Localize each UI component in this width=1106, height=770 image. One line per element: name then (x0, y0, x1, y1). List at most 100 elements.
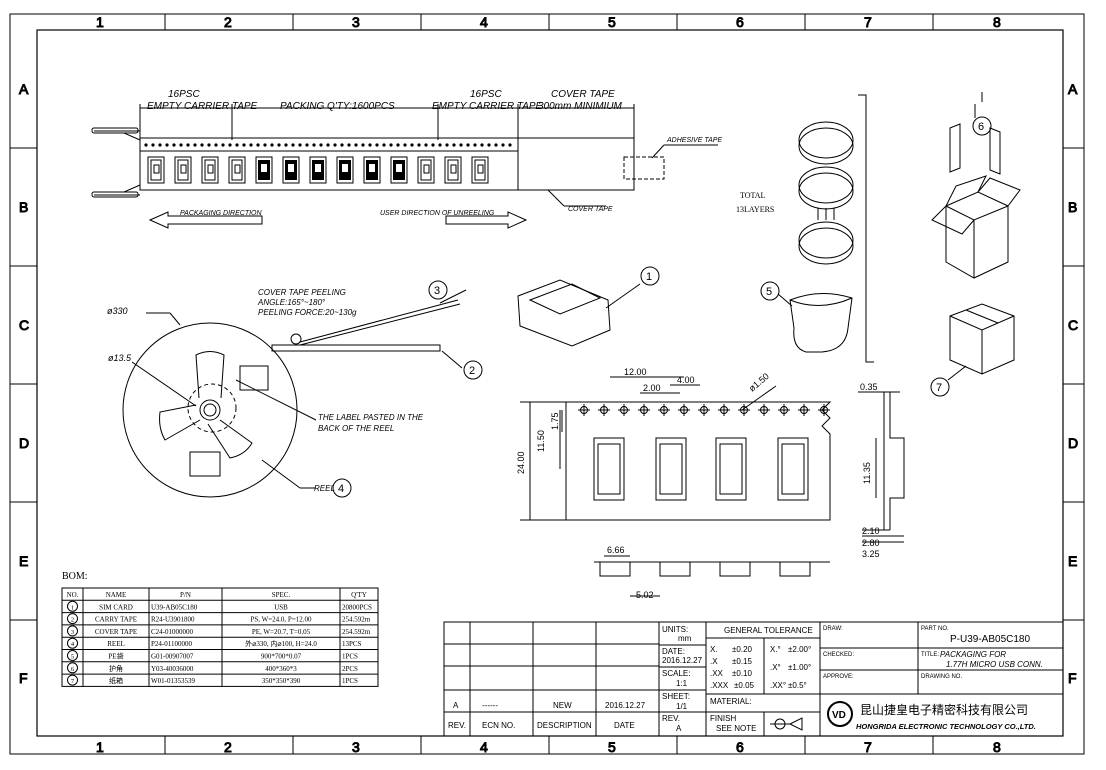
column-label-4-top: 4 (480, 14, 488, 30)
material-label: MATERIAL: (710, 697, 752, 706)
sprocket-hole (396, 143, 400, 147)
approve-label: APPROVE: (823, 674, 854, 680)
sprocket-hole (487, 143, 491, 147)
row-label-C-left: C (19, 317, 29, 333)
callout-6: 6 (978, 121, 984, 133)
date-label: DATE: (662, 647, 685, 656)
tape-pocket (471, 156, 489, 184)
bom-cell: 护角 (109, 664, 123, 673)
bom-cell: 254.592m (342, 616, 371, 624)
callout-2: 2 (469, 365, 475, 377)
bom-cell: CARRY TAPE (95, 616, 137, 624)
bom-cell: 6 (71, 666, 75, 673)
title-block (443, 621, 1064, 737)
cover-tape-label: COVER TAPE (551, 89, 615, 100)
detail-hole (678, 404, 690, 416)
column-label-6-top: 6 (736, 14, 744, 30)
tol-a1: .X (710, 657, 718, 666)
sprocket-hole (298, 143, 302, 147)
company-name-en: HONGRIDA ELECTRONIC TECHNOLOGY CO.,LTD. (856, 722, 1036, 731)
sprocket-hole (480, 143, 484, 147)
column-label-8-bottom: 8 (993, 739, 1001, 755)
dim-pitch: 12.00 (624, 367, 647, 377)
reel-text: REEL (314, 484, 335, 493)
bom-cell: PS, W=24.0, P=12.00 (250, 616, 312, 624)
tape-pocket (417, 156, 435, 184)
bom-cell: PE袋 (108, 652, 123, 661)
sprocket-hole (172, 143, 176, 147)
rev-letter: A (453, 701, 459, 710)
sprocket-hole (221, 143, 225, 147)
sprocket-hole (361, 143, 365, 147)
sprocket-hole (235, 143, 239, 147)
sprocket-hole (466, 143, 470, 147)
bom-cell: 1 (71, 604, 74, 611)
sprocket-hole (375, 143, 379, 147)
tape-detail (520, 376, 905, 597)
peeling-line2: ANGLE:165°~180° (257, 298, 326, 307)
dim-hole: ø1.50 (747, 371, 771, 393)
dim-502: 5.02 (636, 590, 654, 600)
sprocket-hole (438, 143, 442, 147)
carrier-tape-view (91, 104, 718, 229)
row-label-E-right: E (1068, 553, 1077, 569)
col-rev: REV. (448, 721, 466, 730)
packaging-direction: PACKAGING DIRECTION (180, 210, 262, 217)
leader-label: EMPTY CARRIER TAPE (147, 101, 258, 112)
column-label-3-top: 3 (352, 14, 360, 30)
tape-pocket (147, 156, 165, 184)
bom-cell: 3 (71, 629, 74, 636)
column-label-6-bottom: 6 (736, 739, 744, 755)
sprocket-hole (165, 143, 169, 147)
peeling-line1: COVER TAPE PEELING (258, 288, 346, 297)
tol-c0: X.° (770, 645, 781, 654)
dim-2: 2.00 (643, 383, 661, 393)
bom-cell: 2PCS (342, 665, 358, 673)
scale-label: SCALE: (662, 669, 690, 678)
bom-cell: G01-00907007 (151, 653, 194, 661)
sprocket-hole (389, 143, 393, 147)
cover-tape-min: 300mm MINIMIUM (538, 101, 623, 112)
sprocket-hole (333, 143, 337, 147)
sprocket-hole (403, 143, 407, 147)
trailer-label: EMPTY CARRIER TAPE (432, 101, 543, 112)
sprocket-hole (284, 143, 288, 147)
callout-7: 7 (936, 382, 942, 394)
tol-d0: ±2.00° (788, 645, 811, 654)
sprocket-hole (270, 143, 274, 147)
row-label-F-right: F (1068, 670, 1077, 686)
bom-cell: 254.592m (342, 628, 371, 636)
sprocket-hole (242, 143, 246, 147)
sprocket-hole (277, 143, 281, 147)
sprocket-hole (473, 143, 477, 147)
sprocket-hole (319, 143, 323, 147)
bom-cell: 2 (71, 617, 74, 624)
sprocket-hole (452, 143, 456, 147)
sprocket-hole (256, 143, 260, 147)
tol-d1: ±1.00° (788, 663, 811, 672)
sprocket-hole (459, 143, 463, 147)
tol-a0: X. (710, 645, 718, 654)
tol-a3: .XXX (710, 681, 729, 690)
tol-b0: ±0.20 (732, 645, 753, 654)
sprocket-hole (326, 143, 330, 147)
sprocket-hole (179, 143, 183, 147)
units-value: mm (678, 634, 692, 643)
detail-hole (798, 404, 810, 416)
sprocket-hole (501, 143, 505, 147)
bom-cell: 5 (71, 654, 74, 661)
column-label-5-top: 5 (608, 14, 616, 30)
sprocket-hole (340, 143, 344, 147)
bom-cell: P24-01100000 (151, 640, 192, 648)
detail-hole (698, 404, 710, 416)
company-logo: VD (832, 710, 846, 721)
sprocket-hole (214, 143, 218, 147)
tape-pocket (255, 156, 273, 184)
detail-hole (738, 404, 750, 416)
callout-1: 1 (646, 271, 652, 283)
tape-pocket (444, 156, 462, 184)
finish-value: SEE NOTE (716, 724, 756, 733)
peeling-line3: PEELING FORCE:20~130g (258, 308, 357, 317)
detail-hole (818, 404, 830, 416)
